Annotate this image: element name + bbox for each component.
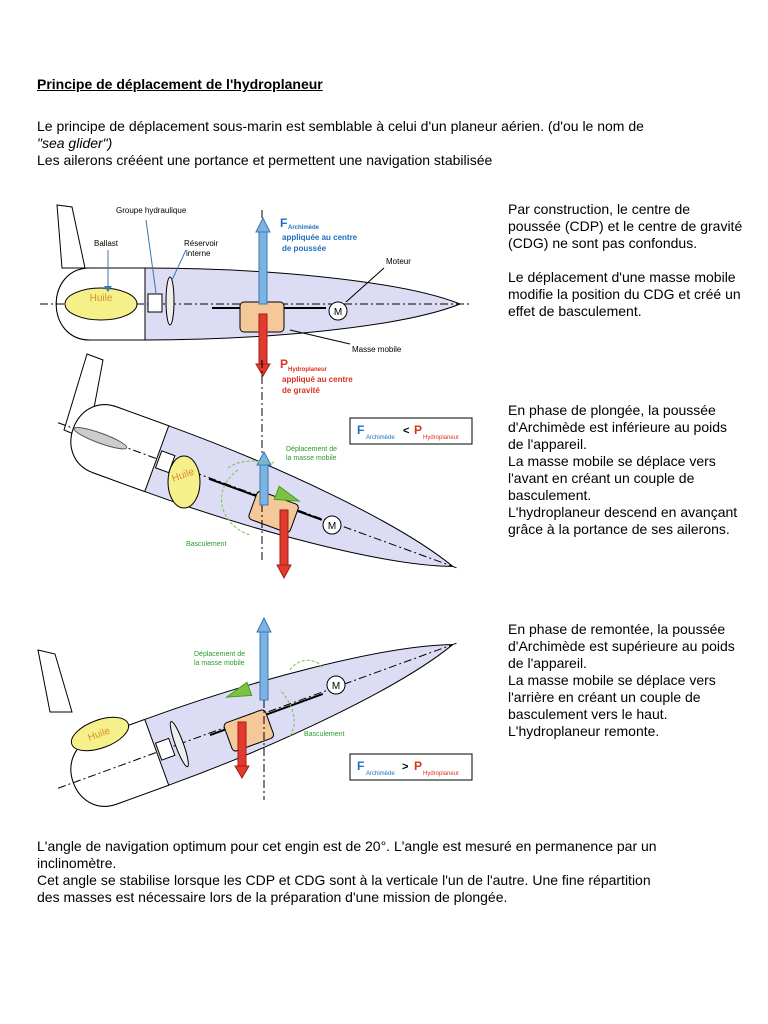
side-paragraph: En phase de plongée, la poussée d'Archim… xyxy=(508,402,728,452)
oil-tank xyxy=(64,287,138,321)
ballast-slot xyxy=(73,427,128,450)
intro-line-italic: "sea glider") xyxy=(37,135,113,151)
label-reservoir-2: interne xyxy=(186,249,211,258)
box-f-sub: Archimède xyxy=(366,771,395,777)
motor xyxy=(326,675,346,695)
label-reservoir-1: Réservoir xyxy=(184,239,219,248)
side-paragraph: Par construction, le centre de poussée (… xyxy=(508,201,743,251)
reservoir xyxy=(169,721,189,768)
intro-text: Le principe de déplacement sous-marin es… xyxy=(37,118,737,169)
side-paragraph: La masse mobile se déplace vers l'arrièr… xyxy=(508,672,716,722)
side-paragraph: L'hydroplaneur remonte. xyxy=(508,723,660,739)
conclusion-line: des masses est nécessaire lors de la pré… xyxy=(37,889,508,905)
label-p-desc-2-wrap: de gravité xyxy=(282,386,320,395)
label-f-desc-2: de poussée xyxy=(282,244,327,253)
label-p-desc-2: de gravité xyxy=(282,386,320,395)
box-p: P xyxy=(414,759,422,773)
box-p-sub: Hydroplaneur xyxy=(423,771,459,777)
conclusion-text: L'angle de navigation optimum pour cet e… xyxy=(37,838,737,906)
tail-fin xyxy=(56,204,86,269)
label-p-desc-1: appliqué au centre xyxy=(282,375,353,384)
arrow-mass-forward xyxy=(273,485,301,502)
box-f-sub: Archimède xyxy=(366,435,395,441)
box-f: F xyxy=(357,423,364,437)
oil-tank xyxy=(70,716,130,752)
arrow-archimede xyxy=(258,231,268,305)
arrow-archimede xyxy=(259,631,269,701)
motor xyxy=(328,301,348,321)
arrow-weight xyxy=(279,509,289,566)
label-deplacement-2: la masse mobile xyxy=(194,660,245,667)
intro-line: Les ailerons crééent une portance et per… xyxy=(37,152,493,168)
comparison-box xyxy=(349,753,473,781)
intro-line: Le principe de déplacement sous-marin es… xyxy=(37,118,644,134)
side-paragraph: Le déplacement d'une masse mobile modifi… xyxy=(508,269,741,319)
rotation-arrow xyxy=(289,659,323,671)
diagram-diving: Huile M Déplacement de la masse mobile B… xyxy=(57,353,473,580)
side-paragraph: En phase de remontée, la poussée d'Archi… xyxy=(508,621,735,671)
arrow-weight xyxy=(237,721,247,767)
label-deplacement-2: la masse mobile xyxy=(286,455,337,462)
comparison-box xyxy=(349,417,473,445)
motor-letter: M xyxy=(334,307,342,318)
label-p-sub: Hydroplaneur xyxy=(288,367,328,373)
rotation-arrow xyxy=(221,469,251,536)
diagram-principle: Huile M Groupe hydraulique Ballast Réser… xyxy=(40,204,470,384)
diagram-ascending: Huile M Déplacement de la masse mobile B… xyxy=(37,616,473,807)
arrow-weight-head xyxy=(255,363,271,377)
side-paragraph: L'hydroplaneur descend en avançant grâce… xyxy=(508,504,738,537)
tail-fin xyxy=(37,649,73,713)
hydraulic-pump xyxy=(147,293,163,313)
side-text-diving: En phase de plongée, la poussée d'Archim… xyxy=(508,402,743,538)
side-text-ascending: En phase de remontée, la poussée d'Archi… xyxy=(508,621,743,740)
leader-reservoir xyxy=(171,249,187,281)
label-groupe-hydraulique: Groupe hydraulique xyxy=(116,206,187,215)
box-p: P xyxy=(414,423,422,437)
motor-letter: M xyxy=(328,521,336,532)
label-moteur: Moteur xyxy=(386,257,411,266)
box-f: F xyxy=(357,759,364,773)
hydraulic-pump xyxy=(154,737,176,761)
arrow-archimede xyxy=(259,464,269,506)
label-f: F xyxy=(280,216,287,230)
leader-mass xyxy=(289,329,351,345)
oil-label: Huile xyxy=(90,293,113,304)
conclusion-line: Cet angle se stabilise lorsque les CDP e… xyxy=(37,872,651,888)
motor xyxy=(322,515,342,535)
motor-letter: M xyxy=(332,681,340,692)
label-p: P xyxy=(280,357,288,371)
box-operator: > xyxy=(402,761,408,773)
oil-tank xyxy=(167,455,201,509)
label-f-desc-1: appliquée au centre xyxy=(282,233,358,242)
box-p-sub: Hydroplaneur xyxy=(423,435,459,441)
label-f-sub: Archimède xyxy=(288,225,320,231)
label-ballast: Ballast xyxy=(94,239,119,248)
leader-motor xyxy=(345,267,385,303)
label-deplacement-1: Déplacement de xyxy=(194,651,245,658)
side-paragraph: La masse mobile se déplace vers l'avant … xyxy=(508,453,716,503)
arrow-archimede-head xyxy=(255,216,271,233)
arrow-mass-backward xyxy=(225,681,253,698)
page-title: Principe de déplacement de l'hydroplaneu… xyxy=(37,76,323,92)
label-masse-mobile: Masse mobile xyxy=(352,345,402,354)
reservoir xyxy=(165,276,175,326)
moving-mass xyxy=(223,709,275,752)
label-deplacement-1: Déplacement de xyxy=(286,446,337,453)
box-operator: < xyxy=(403,425,409,437)
label-basculement: Basculement xyxy=(304,731,345,738)
conclusion-line: L'angle de navigation optimum pour cet e… xyxy=(37,838,657,854)
side-text-principle: Par construction, le centre de poussée (… xyxy=(508,201,743,320)
leader-hydraulic xyxy=(145,219,157,294)
conclusion-line: inclinomètre. xyxy=(37,855,117,871)
label-basculement: Basculement xyxy=(186,541,227,548)
